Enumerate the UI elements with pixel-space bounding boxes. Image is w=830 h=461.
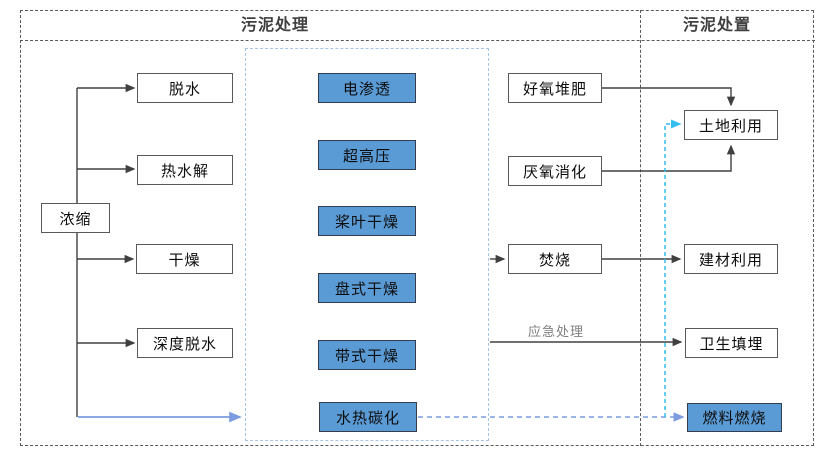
- header-divider-line: [20, 40, 815, 41]
- section-divider-line: [640, 10, 641, 446]
- node-belt-drying: 带式干燥: [318, 340, 416, 370]
- emergency-treatment-label: 应急处理: [527, 324, 584, 339]
- node-hydrothermal-carbonization: 水热碳化: [319, 402, 417, 432]
- node-incineration: 焚烧: [508, 244, 602, 274]
- node-anaerobic-digestion: 厌氧消化: [508, 156, 602, 186]
- methods-panel: [245, 48, 489, 441]
- node-paddle-drying: 桨叶干燥: [318, 206, 416, 236]
- node-thermal-hydrolysis: 热水解: [137, 155, 233, 185]
- node-deep-dewatering: 深度脱水: [137, 328, 233, 358]
- node-fuel-combustion: 燃料燃烧: [687, 403, 782, 432]
- node-drying: 干燥: [136, 244, 233, 274]
- node-sanitary-landfill: 卫生填埋: [685, 328, 778, 358]
- node-disc-drying: 盘式干燥: [318, 273, 416, 303]
- node-thickening: 浓缩: [41, 203, 110, 233]
- node-building-material-use: 建材利用: [684, 244, 778, 274]
- treatment-section-title: 污泥处理: [240, 17, 309, 34]
- node-electro-osmosis: 电渗透: [318, 73, 416, 103]
- disposal-section-title: 污泥处置: [682, 17, 751, 34]
- node-land-use: 土地利用: [684, 110, 778, 140]
- node-ultra-high-pressure: 超高压: [318, 140, 416, 170]
- node-aerobic-composting: 好氧堆肥: [508, 73, 602, 103]
- outer-dashed-border: [20, 10, 814, 446]
- node-dewatering: 脱水: [137, 73, 233, 103]
